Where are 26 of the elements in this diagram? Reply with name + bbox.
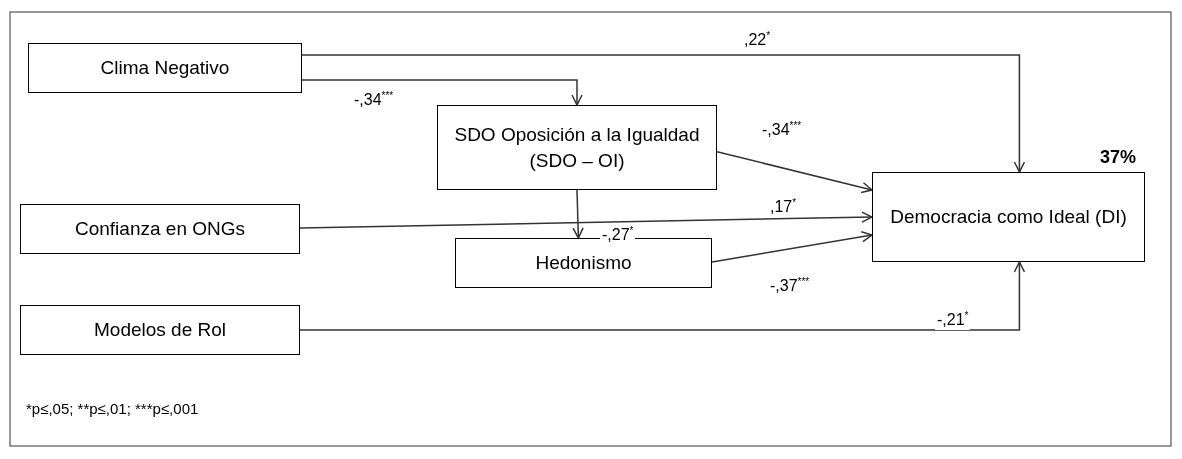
path-arrow <box>299 211 873 229</box>
variable-box <box>28 43 302 93</box>
variable-name: Confianza en ONGs <box>75 217 245 242</box>
path-coefficient: -,34$^{***}$ <box>760 120 804 140</box>
path-arrow <box>299 261 1026 331</box>
path-arrow <box>301 54 1026 173</box>
path-coefficient: ,17$^{*}$ <box>768 197 799 217</box>
variable-name: SDO Oposición a la Igualdad (SDO – OI) <box>453 122 701 173</box>
variable-box <box>437 105 717 190</box>
variable-box <box>20 204 300 254</box>
variable-name: Modelos de Rol <box>94 318 226 343</box>
path-coefficient: -,37$^{***}$ <box>768 276 812 296</box>
path-coefficient: -,27$^{*}$ <box>600 225 636 245</box>
variable-name: Hedonismo <box>535 251 632 276</box>
path-arrow <box>711 231 873 263</box>
path-arrow <box>572 189 584 239</box>
path-arrow <box>716 151 873 194</box>
path-coefficient: -,21$^{*}$ <box>935 310 971 330</box>
variable-box <box>20 305 300 355</box>
path-coefficient: ,22$^{*}$ <box>742 30 773 50</box>
variable-name: Democracia como Ideal (DI) <box>890 205 1127 230</box>
variable-name: Clima Negativo <box>100 56 230 81</box>
path-arrow <box>301 79 583 106</box>
significance-note: *p≤,05; **p≤,01; ***p≤,001 <box>26 400 199 417</box>
path-coefficient: -,34$^{***}$ <box>352 90 396 110</box>
variance-explained: 37% <box>1099 146 1136 169</box>
